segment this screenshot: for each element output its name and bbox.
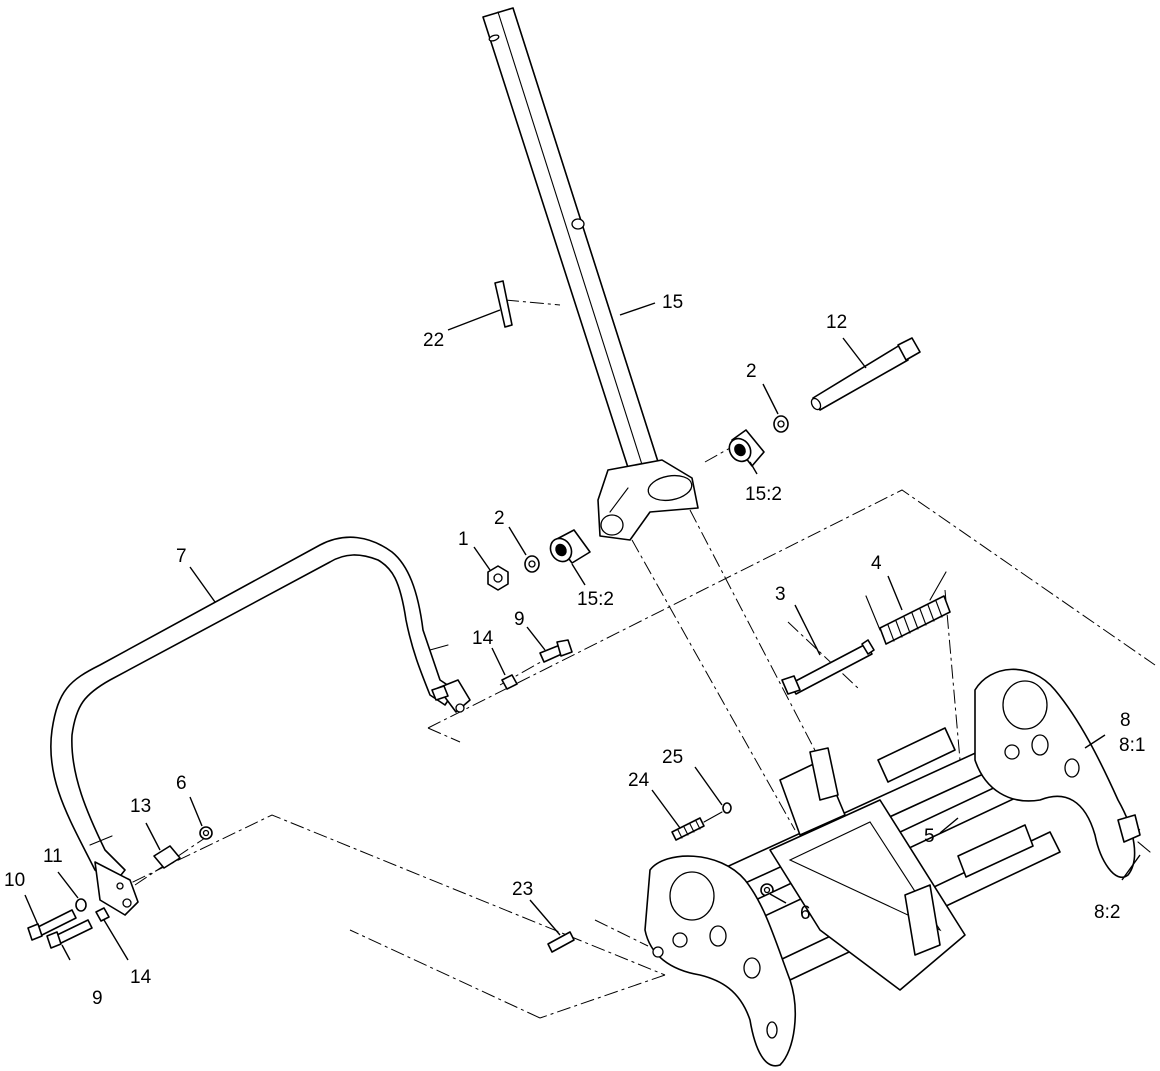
callout-15: 15 [662, 292, 683, 313]
bolt-9-lower [46, 919, 93, 949]
spacer-14-lower [95, 907, 110, 922]
spacer-14-upper [501, 674, 518, 690]
nut-6-left [199, 826, 213, 840]
washer-2-right [773, 415, 789, 433]
callout-9-lower: 9 [92, 988, 103, 1009]
callout-8-1: 8:1 [1119, 735, 1145, 756]
callout-1: 1 [458, 529, 469, 550]
callout-14-upper: 14 [472, 628, 494, 649]
bushing-15-2-right [728, 429, 765, 467]
callout-23: 23 [512, 879, 533, 900]
nut-1 [487, 565, 509, 591]
callout-5: 5 [924, 826, 935, 847]
bolt-12 [810, 337, 921, 411]
callout-6-left: 6 [176, 773, 187, 794]
spring-24 [671, 811, 723, 841]
clip-25 [722, 802, 732, 814]
bar-7 [50, 536, 471, 916]
callout-4: 4 [871, 553, 882, 574]
callout-11: 11 [43, 846, 63, 867]
callout-2-right: 2 [746, 361, 757, 382]
callout-9-upper: 9 [514, 609, 525, 630]
washer-11 [75, 898, 87, 912]
pin-23 [547, 931, 575, 953]
spring-4 [865, 571, 951, 645]
callout-25: 25 [662, 747, 683, 768]
spacer-13 [153, 845, 181, 869]
phantom-lines [109, 299, 1156, 1019]
callout-12: 12 [826, 312, 847, 333]
pin-22 [494, 280, 513, 328]
callout-15-2-right: 15:2 [745, 484, 782, 505]
callout-14-lower: 14 [130, 967, 152, 988]
post-assembly [482, 7, 699, 541]
bolt-3 [781, 639, 875, 695]
bolt-9-upper [539, 639, 573, 663]
callout-labels: 1 2 2 3 4 5 6 6 7 8 8:1 8:2 9 9 10 11 12… [4, 292, 1145, 1009]
callout-8-2: 8:2 [1094, 902, 1120, 923]
callout-8: 8 [1120, 710, 1131, 731]
bolt-10 [27, 909, 77, 941]
leader-lines [24, 302, 1141, 961]
callout-15-2-left: 15:2 [577, 589, 614, 610]
callout-24: 24 [628, 770, 650, 791]
callout-3: 3 [775, 584, 786, 605]
washer-2-left [524, 555, 540, 573]
callout-2-left: 2 [494, 508, 505, 529]
callout-10: 10 [4, 870, 25, 891]
callout-22: 22 [423, 330, 444, 351]
callout-6-right: 6 [800, 903, 811, 924]
bushing-15-2-left [549, 529, 591, 564]
frame-8 [644, 668, 1151, 1067]
callout-13: 13 [130, 796, 151, 817]
callout-7: 7 [176, 546, 187, 567]
